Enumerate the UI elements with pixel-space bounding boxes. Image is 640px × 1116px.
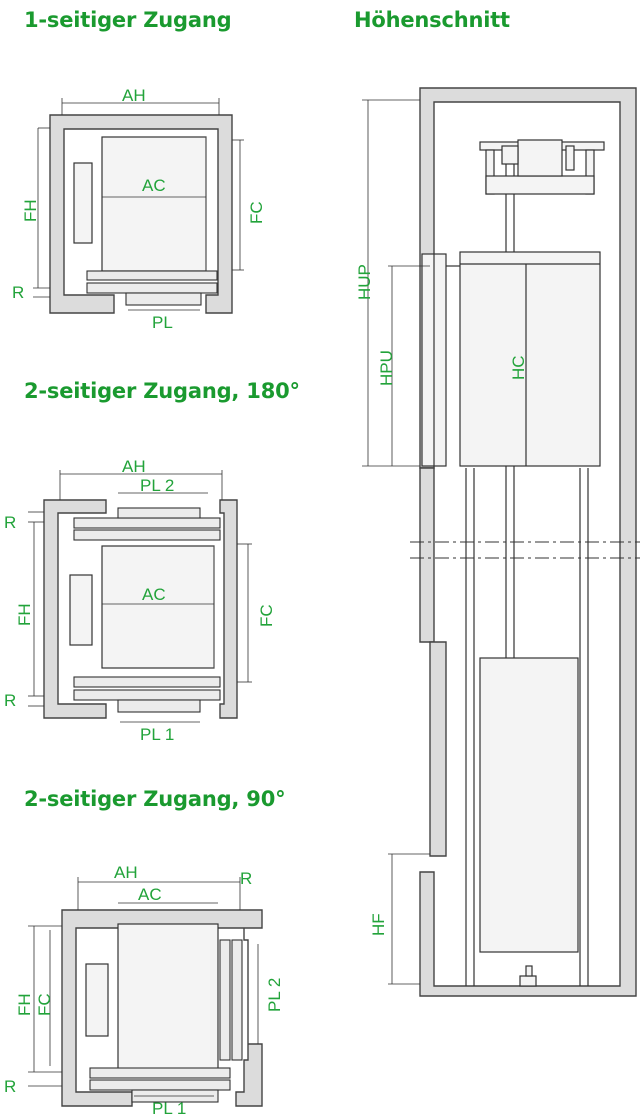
cabin xyxy=(101,545,215,669)
shaft-wall xyxy=(49,114,233,314)
label-pl1: PL 1 xyxy=(152,1099,186,1116)
control-panel xyxy=(69,574,93,646)
shaft-wall-right xyxy=(219,499,238,719)
buffer xyxy=(519,975,537,987)
cabin-door-bottom xyxy=(73,676,221,688)
label-fh: FH xyxy=(15,603,34,626)
heading-two-sided-180: 2-seitiger Zugang, 180° xyxy=(24,379,300,403)
cabin xyxy=(117,923,219,1073)
label-pl: PL xyxy=(152,313,173,332)
cabin-door-side xyxy=(219,939,231,1061)
motor xyxy=(517,139,563,177)
landing-door xyxy=(86,282,218,294)
label-ac: AC xyxy=(142,585,166,604)
label-pl2: PL 2 xyxy=(140,476,174,495)
landing-door-bottom xyxy=(89,1079,231,1091)
shaft-wall xyxy=(61,909,263,1107)
label-ac: AC xyxy=(142,176,166,195)
landing-door-top xyxy=(73,517,221,529)
label-ah: AH xyxy=(122,86,146,105)
label-hc: HC xyxy=(509,355,528,380)
height-section: HUP HPU HC HF xyxy=(355,87,640,997)
shaft-wall-left xyxy=(43,499,107,719)
shaft-left-recess xyxy=(429,641,447,857)
label-r-bottom: R xyxy=(4,691,16,710)
label-fc: FC xyxy=(247,201,266,224)
label-fc: FC xyxy=(257,604,276,627)
landing-door-bottom xyxy=(73,689,221,701)
plan-one-sided: AH AC FH FC R PL xyxy=(12,86,266,332)
label-r-bottom: R xyxy=(4,1077,16,1096)
landing-door-side xyxy=(231,939,243,1061)
label-r-top: R xyxy=(4,513,16,532)
label-ah: AH xyxy=(114,863,138,882)
label-hf: HF xyxy=(369,913,388,936)
plan-two-sided-90: AH AC R FH FC PL 2 R PL 1 xyxy=(4,863,284,1116)
shaft-left-wall-upper xyxy=(419,467,435,643)
cabin-door-bottom xyxy=(89,1067,231,1079)
label-hpu: HPU xyxy=(377,350,396,386)
control-panel xyxy=(85,963,109,1037)
cabin-door xyxy=(86,270,218,281)
plan-two-sided-180: AH PL 2 AC FH FC R R PL 1 xyxy=(4,457,276,744)
label-fh: FH xyxy=(15,993,34,1016)
cabin xyxy=(101,136,207,272)
cabin-door-top xyxy=(73,529,221,541)
counterweight xyxy=(479,657,579,953)
cabin xyxy=(459,251,601,467)
label-r-top: R xyxy=(240,869,252,888)
label-hup: HUP xyxy=(355,264,374,300)
heading-two-sided-90: 2-seitiger Zugang, 90° xyxy=(24,787,286,811)
label-fh: FH xyxy=(21,199,40,222)
label-pl1: PL 1 xyxy=(140,725,174,744)
control-panel xyxy=(73,162,93,244)
heading-height-section: Höhenschnitt xyxy=(354,8,510,32)
label-ah: AH xyxy=(122,457,146,476)
label-fc: FC xyxy=(35,993,54,1016)
label-ac: AC xyxy=(138,885,162,904)
heading-one-sided-access: 1-seitiger Zugang xyxy=(24,8,232,32)
label-r: R xyxy=(12,283,24,302)
label-pl2: PL 2 xyxy=(265,978,284,1012)
